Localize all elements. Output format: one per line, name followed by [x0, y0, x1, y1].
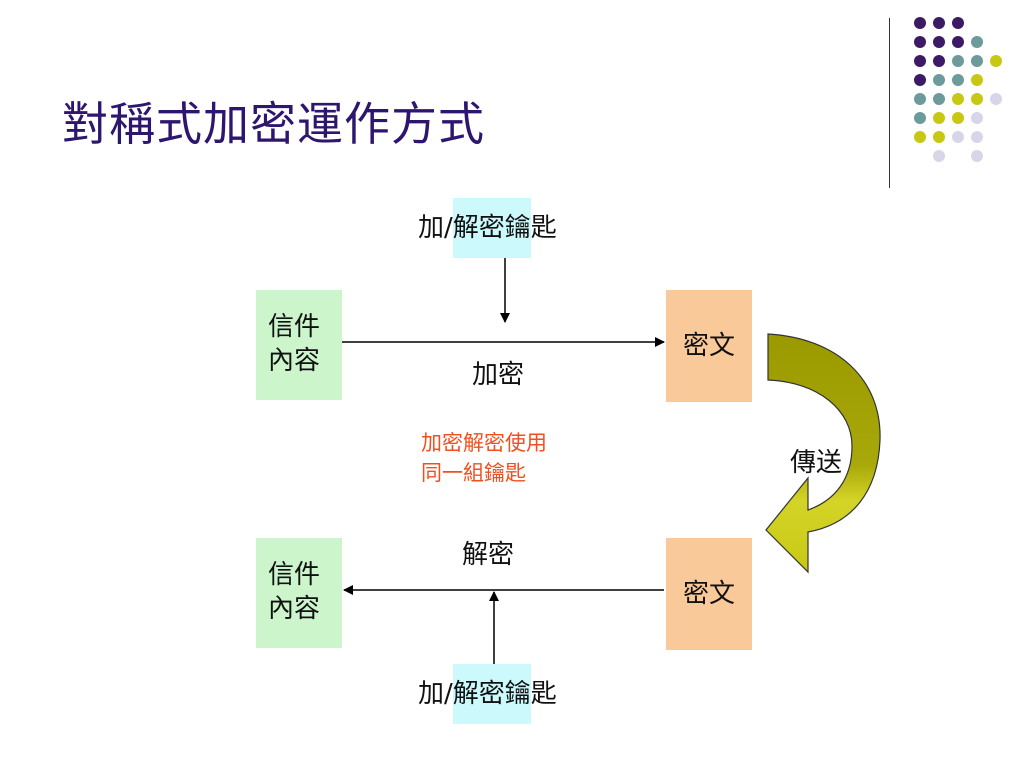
decor-dot [933, 112, 945, 124]
decor-dot [971, 112, 983, 124]
decor-dot [914, 17, 926, 29]
bottom-key-suffix: 匙 [530, 679, 557, 709]
decor-dot [971, 55, 983, 67]
decor-dot [914, 74, 926, 86]
decor-dot [952, 17, 964, 29]
top-key-highlight: 解密鑰 [452, 198, 531, 258]
title-divider-line [889, 18, 890, 188]
decor-dot [933, 93, 945, 105]
decor-dot [933, 55, 945, 67]
decor-dot [914, 112, 926, 124]
decor-dot [933, 17, 945, 29]
decrypt-label: 解密 [462, 540, 515, 570]
note-line1: 加密解密使用 [421, 431, 547, 455]
bottom-key-label: 加/解密鑰匙 [418, 664, 557, 724]
bottom-ciphertext-box: 密文 [666, 538, 752, 650]
top-ciphertext-box: 密文 [666, 290, 752, 402]
top-key-prefix: 加/ [418, 213, 453, 243]
decor-dot [990, 55, 1002, 67]
shared-key-note: 加密解密使用 同一組鑰匙 [421, 428, 547, 488]
decor-dot [990, 93, 1002, 105]
bottom-letter-line1: 信件 [268, 560, 321, 590]
top-ciphertext-label: 密文 [682, 331, 735, 361]
decor-dot [914, 36, 926, 48]
bottom-key-prefix: 加/ [418, 679, 453, 709]
encrypt-label: 加密 [472, 360, 525, 390]
decor-dot [952, 112, 964, 124]
decor-dot [971, 150, 983, 162]
decor-dot [914, 131, 926, 143]
top-letter-content-box: 信件 內容 [256, 290, 342, 400]
bottom-ciphertext-label: 密文 [682, 579, 735, 609]
decor-dot [914, 55, 926, 67]
decor-dot [952, 131, 964, 143]
decor-dot [971, 74, 983, 86]
top-letter-line2: 內容 [268, 346, 321, 376]
bottom-letter-line2: 內容 [268, 594, 321, 624]
bottom-key-highlight: 解密鑰 [452, 664, 531, 724]
decor-dot [971, 36, 983, 48]
decor-dot [952, 74, 964, 86]
transmit-label: 傳送 [790, 448, 843, 478]
transmit-curved-arrow [765, 333, 881, 574]
decor-dot [952, 36, 964, 48]
decor-dot [971, 131, 983, 143]
top-letter-line1: 信件 [268, 312, 321, 342]
decor-dot [952, 93, 964, 105]
decor-dot [971, 93, 983, 105]
decor-dot [933, 131, 945, 143]
slide-title: 對稱式加密運作方式 [62, 97, 485, 151]
top-key-suffix: 匙 [530, 213, 557, 243]
decor-dot [933, 150, 945, 162]
note-line2: 同一組鑰匙 [421, 461, 526, 485]
bottom-letter-content-box: 信件 內容 [256, 538, 342, 648]
top-key-label: 加/解密鑰匙 [418, 198, 557, 258]
decor-dot [933, 74, 945, 86]
decor-dot [914, 93, 926, 105]
decor-dot [952, 55, 964, 67]
decor-dot [933, 36, 945, 48]
